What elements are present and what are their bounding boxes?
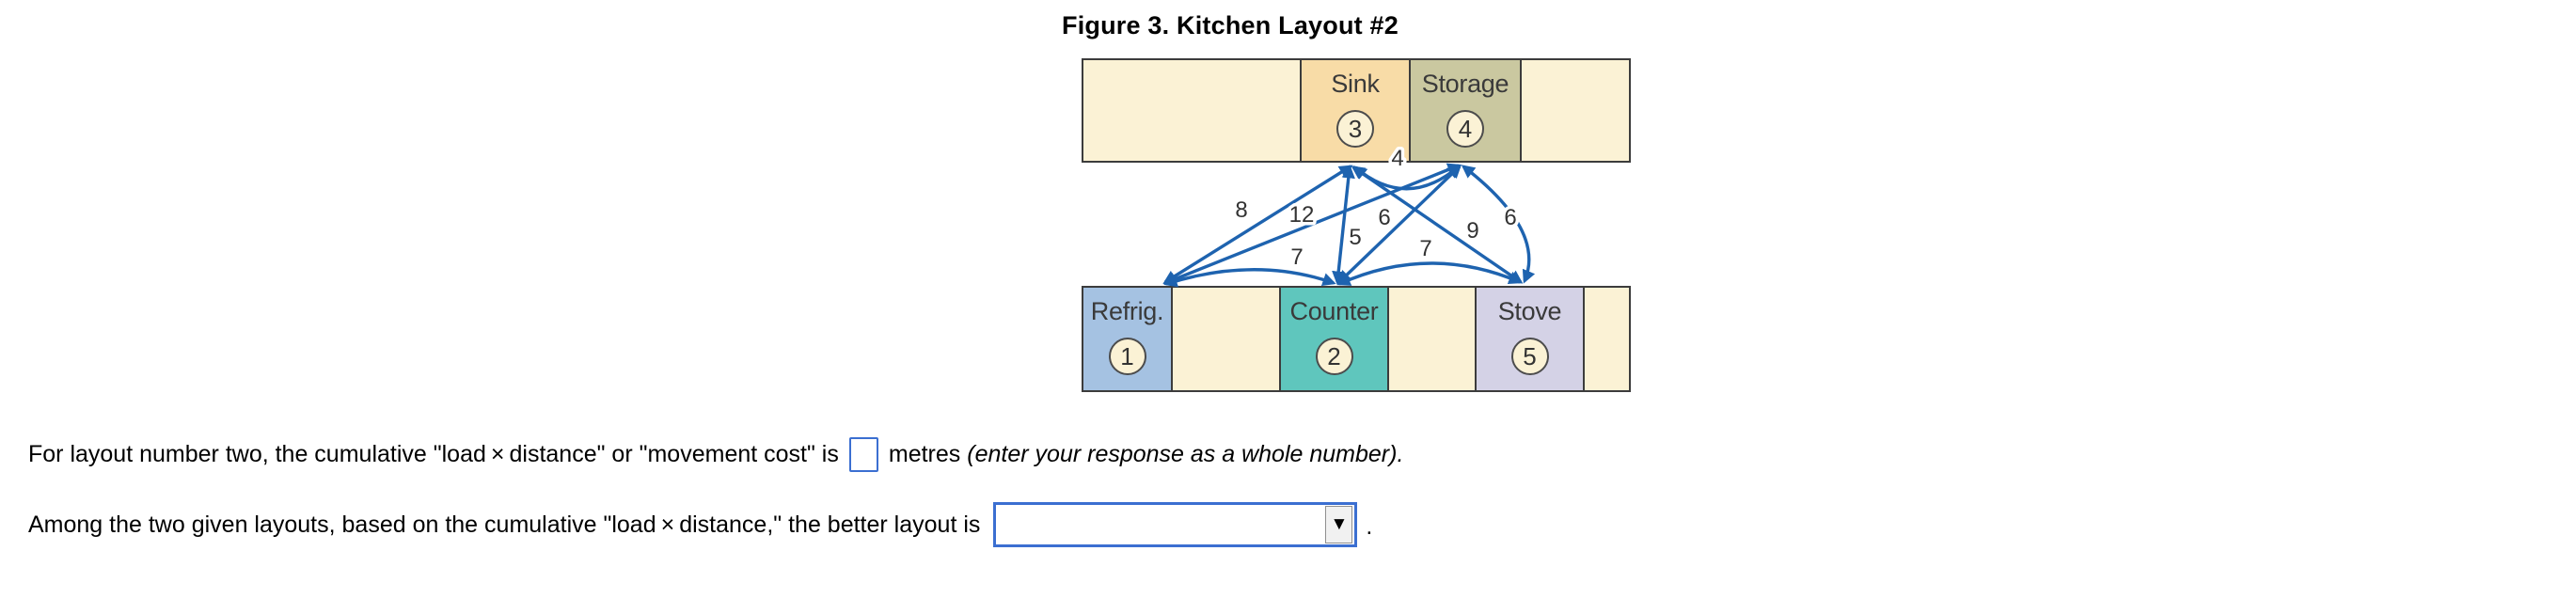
figure-title: Figure 3. Kitchen Layout #2 — [1062, 11, 1399, 39]
cell-empty-top-right — [1522, 60, 1629, 161]
kitchen-bottom-row: Refrig. 1 Counter 2 Stove 5 — [1082, 286, 1631, 392]
cell-label-counter: Counter — [1289, 297, 1379, 325]
station-number-badge-stove: 5 — [1510, 338, 1549, 375]
edge-sink-stove — [1351, 165, 1524, 284]
edge-label-counter-stove: 7 — [1419, 236, 1431, 261]
dropdown-arrow-button[interactable]: ▼ — [1325, 506, 1353, 543]
edge-label-storage-counter: 6 — [1378, 205, 1390, 230]
cell-counter: Counter 2 — [1281, 288, 1389, 390]
edge-counter-stove — [1336, 261, 1523, 286]
cell-stove: Stove 5 — [1477, 288, 1585, 390]
edge-label-sink-counter: 5 — [1349, 225, 1361, 250]
station-number-badge-refrig: 1 — [1108, 338, 1146, 375]
edge-sink-storage — [1352, 165, 1462, 191]
q1-text-after: metres — [888, 440, 961, 467]
edge-label-sink-stove: 9 — [1466, 218, 1478, 244]
edge-storage-stove — [1461, 165, 1536, 284]
edge-label-refrig-counter: 7 — [1290, 244, 1303, 270]
cell-label-refrig: Refrig. — [1090, 297, 1164, 325]
edge-refrig-sink — [1162, 165, 1353, 284]
edge-sink-counter — [1332, 165, 1355, 285]
edge-refrig-counter — [1163, 268, 1336, 288]
edge-label-storage-stove: 6 — [1504, 205, 1516, 230]
cell-empty-bottom-2 — [1389, 288, 1477, 390]
movement-cost-input[interactable] — [848, 436, 878, 472]
page: { "title": "Figure 3. Kitchen Layout #2"… — [28, 11, 1631, 549]
edge-label-refrig-sink: 8 — [1235, 197, 1247, 223]
q2-text-before: Among the two given layouts, based on th… — [28, 511, 981, 538]
cell-label-sink: Sink — [1331, 70, 1380, 98]
cell-empty-bottom-1 — [1173, 288, 1281, 390]
station-number-badge-storage: 4 — [1446, 110, 1484, 148]
q1-text-before: For layout number two, the cumulative "l… — [28, 440, 839, 467]
cell-empty-top-left — [1083, 60, 1302, 161]
q1-instruction: (enter your response as a whole number). — [967, 440, 1404, 467]
cell-refrig: Refrig. 1 — [1083, 288, 1173, 390]
question-1: For layout number two, the cumulative "l… — [28, 431, 1403, 478]
q2-text-after: . — [1366, 513, 1373, 540]
chevron-down-icon: ▼ — [1330, 514, 1349, 534]
station-number-badge-counter: 2 — [1315, 338, 1353, 375]
edge-label-refrig-storage: 12 — [1289, 202, 1315, 228]
cell-label-stove: Stove — [1497, 297, 1562, 325]
cell-sink: Sink 3 — [1302, 60, 1411, 161]
edge-refrig-storage — [1162, 163, 1462, 286]
station-number-badge-sink: 3 — [1336, 110, 1374, 148]
question-2: Among the two given layouts, based on th… — [28, 500, 1372, 549]
cell-empty-bottom-3 — [1585, 288, 1629, 390]
cell-storage: Storage 4 — [1411, 60, 1522, 161]
edge-storage-counter — [1336, 165, 1462, 284]
cell-label-storage: Storage — [1421, 70, 1509, 98]
kitchen-top-row: Sink 3 Storage 4 — [1082, 58, 1631, 163]
better-layout-dropdown[interactable]: ▼ — [993, 502, 1358, 547]
